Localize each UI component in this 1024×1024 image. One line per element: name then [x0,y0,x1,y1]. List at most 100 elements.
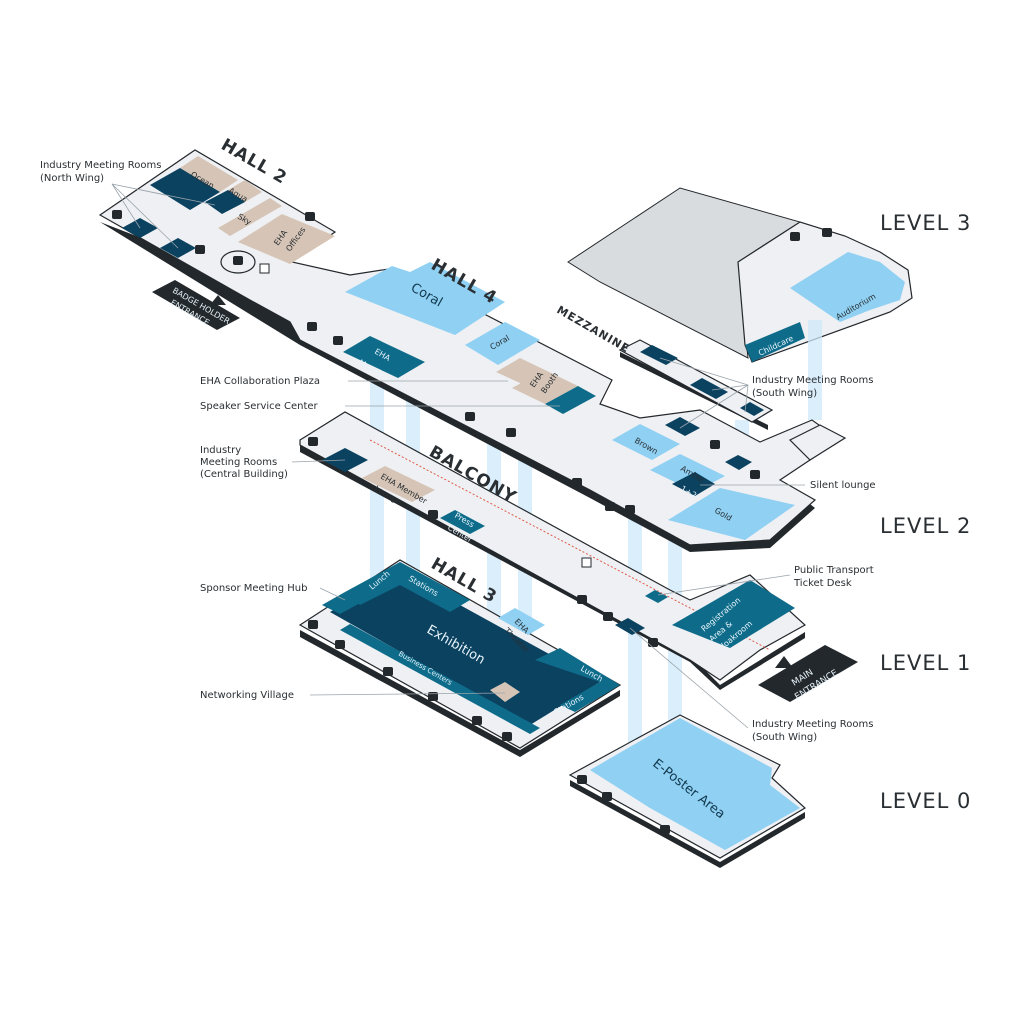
restroom-icon [195,245,205,254]
callouts: Industry Meeting Rooms (North Wing) EHA … [40,160,876,743]
eha-theater-room[interactable] [498,608,545,635]
brown-room[interactable] [612,424,680,460]
badge-entrance-arrow-icon [210,295,226,305]
restroom-icon [428,692,438,701]
networking-callout: Networking Village [200,690,294,701]
south-wing-top-leader [659,357,749,429]
north-wing-leader [111,183,216,249]
level-1-plate [299,411,807,681]
restroom-icon [750,470,760,479]
south-wing-bot-callout-2: (South Wing) [752,732,817,743]
collab-plaza-callout: EHA Collaboration Plaza [200,376,320,387]
restroom-icon [112,210,122,219]
north-wing-callout-2: (North Wing) [40,173,104,184]
restroom-icon [472,716,482,725]
restroom-icon [648,638,658,647]
restroom-icon [625,505,635,514]
mezzanine-meeting-room[interactable] [690,378,728,399]
mezzanine-label: MEZZANINE [555,303,632,355]
info-icon[interactable] [581,557,592,568]
hall-3-floor: Lunch Stations Exhibition EHA Theater Bu… [298,554,622,757]
elevator-icon [822,228,832,237]
registration-cloakroom-area[interactable] [672,580,795,648]
restroom-icon [465,412,475,421]
restroom-icon [335,640,345,649]
press-center-room[interactable] [440,510,485,534]
silent-lounge-room[interactable] [725,455,752,470]
restroom-icon [603,612,613,621]
networking-village-area[interactable] [490,682,520,702]
sky-room[interactable] [218,198,282,236]
level-1-edge [300,445,805,690]
elevator-icon [308,620,318,629]
elevator-icon [502,732,512,741]
ocean-room[interactable] [180,156,238,192]
central-callout-2: Meeting Rooms [200,457,277,468]
exhibition-hall[interactable] [330,572,600,725]
level-3-floor: Auditorium Childcare [567,187,913,363]
transport-callout-1: Public Transport [794,565,874,576]
restroom-icon [333,336,343,345]
lunch-stations-top[interactable] [345,562,470,612]
gold-room[interactable] [668,488,795,540]
childcare-room[interactable] [745,322,805,362]
main-entrance-plate [758,645,858,702]
info-icon[interactable] [259,263,270,274]
central-leader [291,459,346,463]
south-wing-top-callout-2: (South Wing) [752,388,817,399]
level-0-label: LEVEL 0 [880,789,971,813]
ocean-rooms-3-1[interactable] [150,168,220,210]
restroom-icon [572,478,582,487]
eha-offices-room[interactable] [238,214,335,264]
networking-leader [309,692,506,696]
amber-1-2-room[interactable] [672,472,715,496]
transport-leader [657,574,791,596]
south-wing-meeting-room-l1[interactable] [615,618,645,635]
north-wing-callout-1: Industry Meeting Rooms [40,160,162,171]
sponsor-hub-leader [319,587,346,601]
auditorium-room[interactable] [790,252,905,322]
speaker-service-center-room[interactable] [545,386,596,414]
aqua-rooms-3-1[interactable] [205,190,245,214]
badge-entrance-plate [152,280,240,330]
coral-room-7[interactable] [465,322,540,365]
aqua-room[interactable] [228,180,262,202]
restroom-icon [605,502,615,511]
ticket-desk[interactable] [645,590,668,603]
level-0-floor: E-Poster Area [568,714,807,868]
level-1-label: LEVEL 1 [880,651,971,675]
speaker-center-callout: Speaker Service Center [200,401,319,412]
eha-booth-room[interactable] [512,370,578,404]
restroom-icon [710,440,720,449]
restroom-icon [305,212,315,221]
restroom-icon [383,667,393,676]
main-entrance-arrow-icon [775,656,793,668]
central-callout-1: Industry [200,445,241,456]
eha-meeting-hub-room[interactable] [343,336,425,378]
level-3-label: LEVEL 3 [880,211,971,235]
mezzanine-meeting-room[interactable] [640,345,678,365]
business-centers-strip[interactable] [340,624,540,734]
eha-member-lounge-room[interactable] [362,466,435,502]
sponsor-hub-callout: Sponsor Meeting Hub [200,583,307,594]
lunch-stations-bottom[interactable] [535,648,620,712]
elevator-icon [307,322,317,331]
escalator-shaft [808,320,822,420]
central-callout-3: (Central Building) [200,469,288,480]
restroom-icon [602,792,612,801]
level-2-annex [788,424,847,461]
restroom-icon [790,232,800,241]
restroom-icon [428,510,438,519]
elevator-icon [506,428,516,437]
coral-hall-rooms-1-6[interactable] [345,262,505,335]
south-wing-bot-callout-1: Industry Meeting Rooms [752,719,874,730]
elevator-icon [308,437,318,446]
restroom-icon [660,825,670,834]
silent-lounge-callout: Silent lounge [810,480,876,491]
collaboration-plaza-area[interactable] [496,358,545,384]
e-poster-area[interactable] [590,718,800,850]
transport-callout-2: Ticket Desk [793,578,852,589]
elevator-icon [577,595,587,604]
elevator-icon [577,775,587,784]
